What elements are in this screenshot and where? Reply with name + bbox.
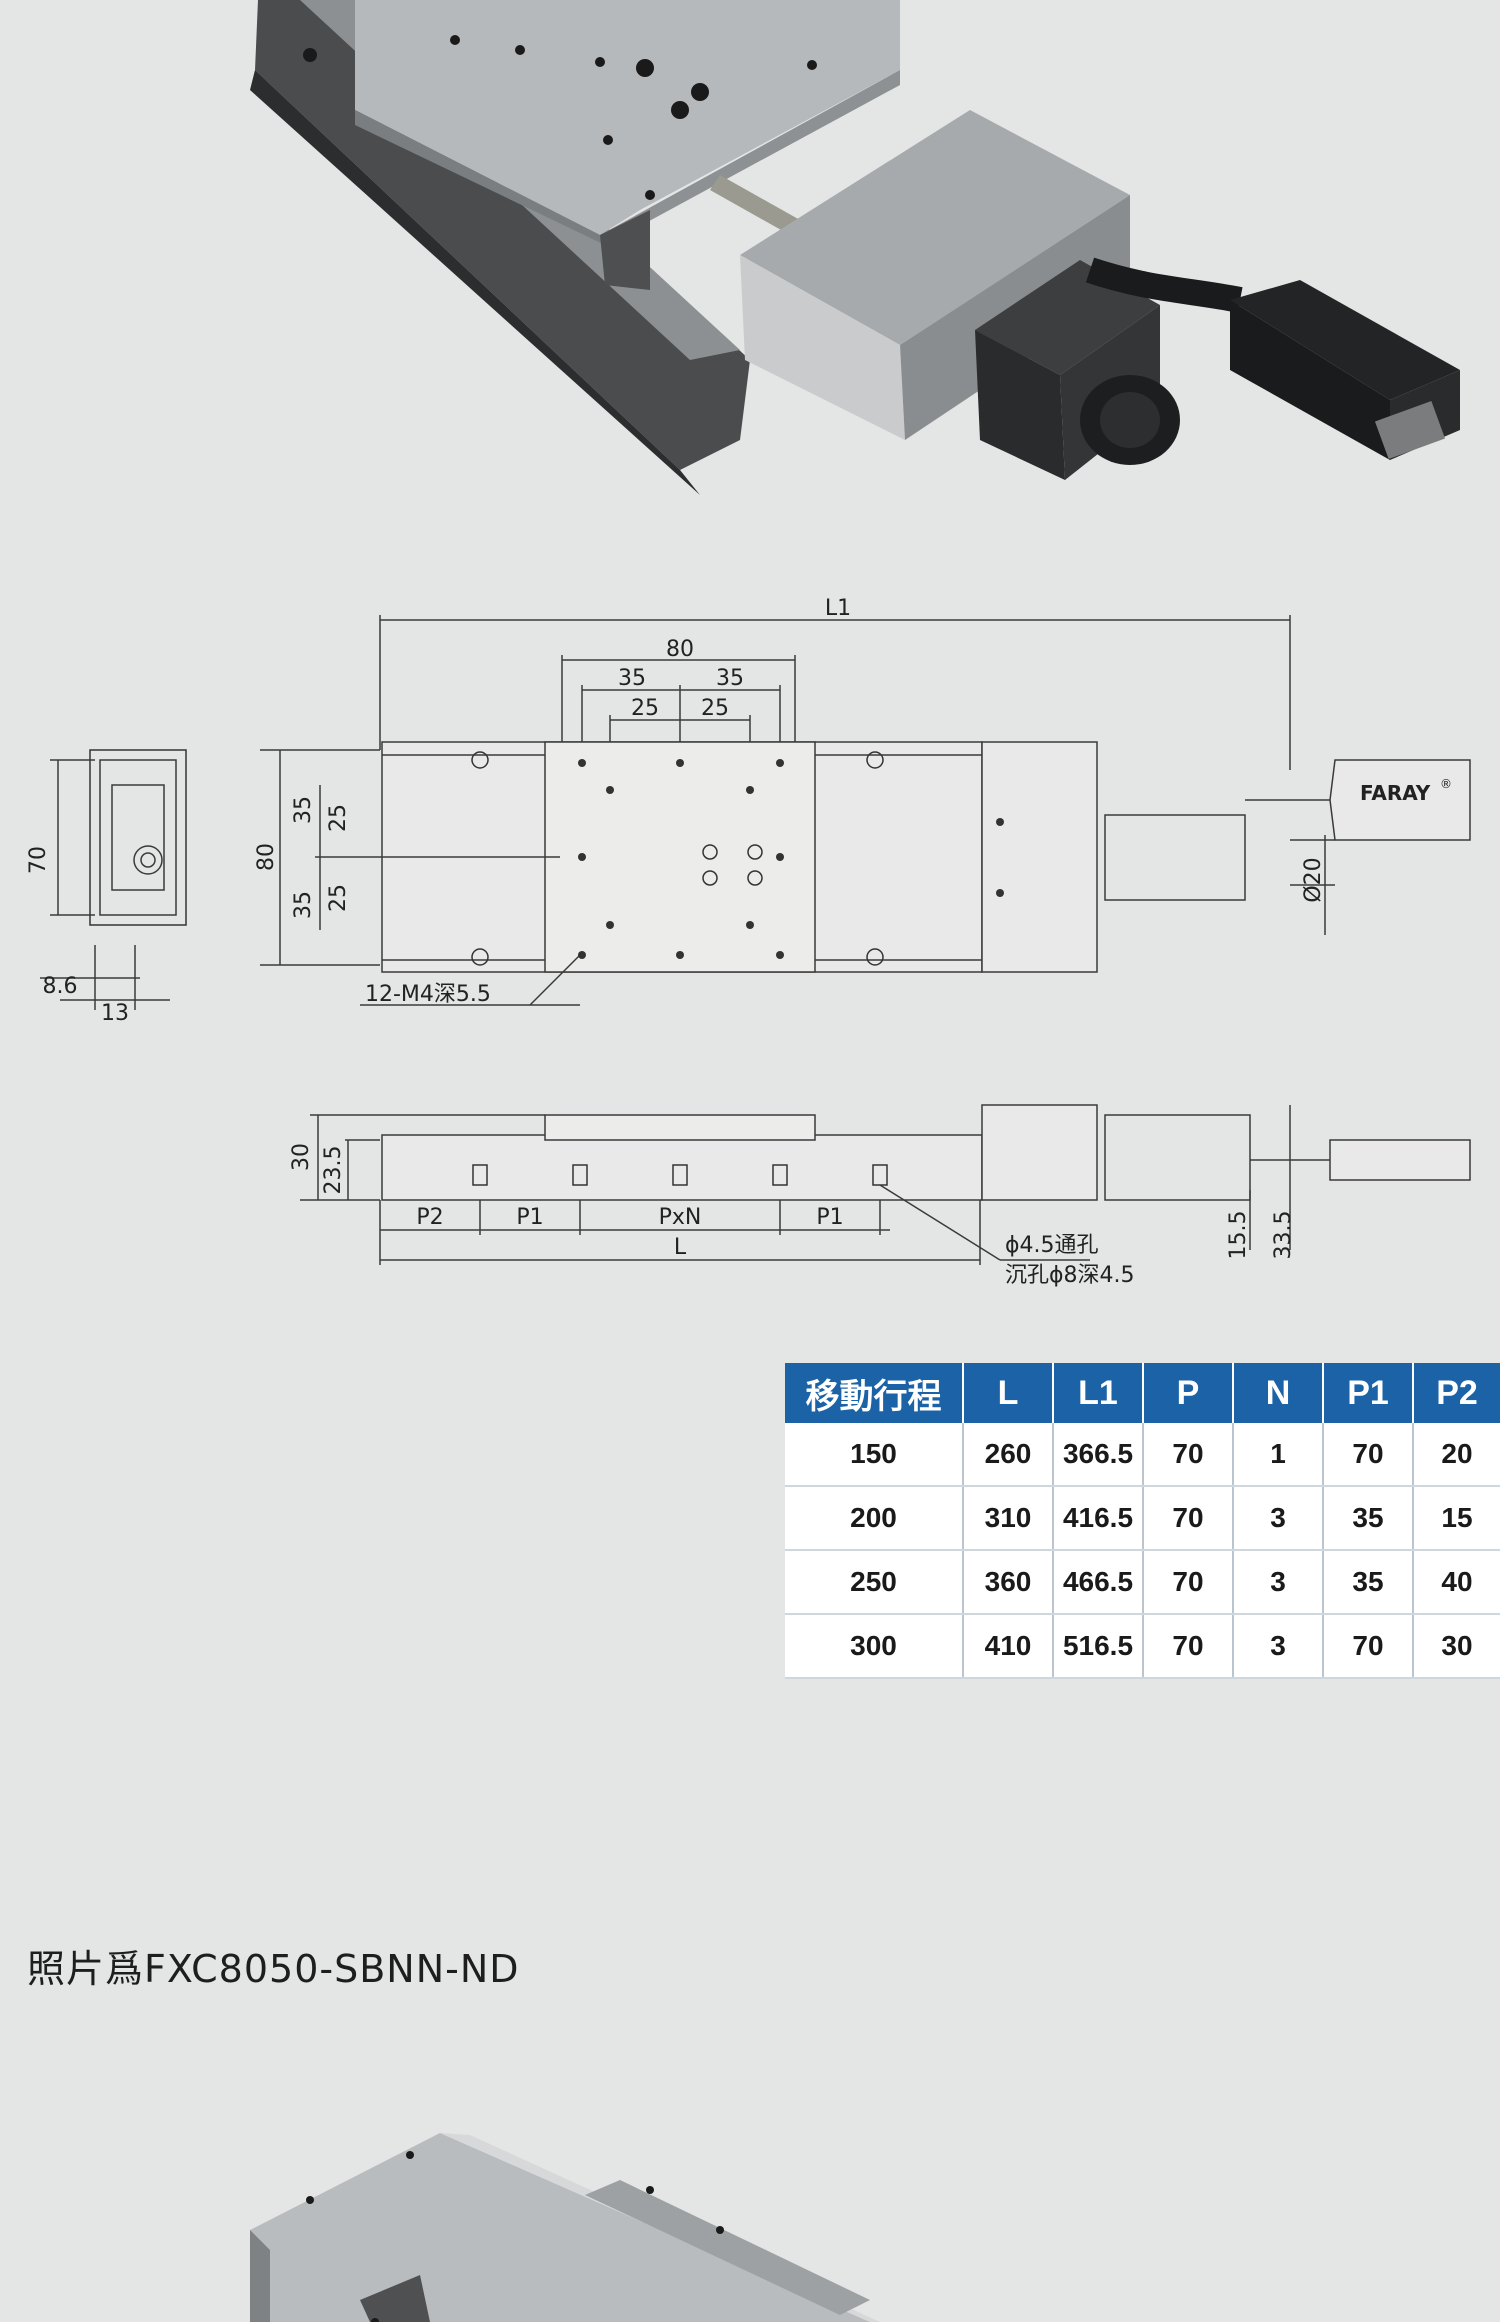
table-cell: 70	[1143, 1486, 1234, 1551]
pitch-p2: P2	[416, 1205, 443, 1230]
header-n: N	[1233, 1363, 1324, 1423]
spec-table-header: 移動行程 L L1 P N P1 P2	[785, 1363, 1500, 1423]
table-cell: 70	[1143, 1423, 1234, 1487]
table-cell: 15	[1413, 1486, 1500, 1551]
table-cell: 70	[1323, 1614, 1414, 1679]
table-row: 300 410 516.5 70 3 70 30	[785, 1614, 1500, 1679]
table-cell: 150	[785, 1423, 964, 1487]
technical-drawing: 70 8.6 13	[26, 596, 1471, 1288]
table-cell: 30	[1413, 1614, 1500, 1679]
spec-table: 移動行程 L L1 P N P1 P2 150 260 366.5 70 1 7…	[785, 1363, 1500, 1679]
dim-inner-lower: 25	[326, 884, 351, 912]
thread-callout: 12-M4深5.5	[365, 982, 491, 1007]
top-view	[260, 615, 1471, 1006]
table-cell: 416.5	[1053, 1486, 1144, 1551]
dim-left-upper: 35	[291, 796, 316, 824]
pitch-p1-right: P1	[816, 1205, 843, 1230]
header-p: P	[1143, 1363, 1234, 1423]
dim-pitch-inner-left: 25	[631, 696, 659, 721]
table-cell: 35	[1323, 1486, 1414, 1551]
table-cell: 1	[1233, 1423, 1324, 1487]
table-cell: 360	[963, 1550, 1054, 1615]
header-l: L	[963, 1363, 1054, 1423]
table-cell: 200	[785, 1486, 964, 1551]
brand-mark: ®	[1440, 777, 1452, 791]
side-height-total: 30	[289, 1143, 314, 1171]
product-photo-top	[250, 0, 1460, 495]
header-p1: P1	[1323, 1363, 1414, 1423]
table-cell: 516.5	[1053, 1614, 1144, 1679]
table-cell: 300	[785, 1614, 964, 1679]
header-p2: P2	[1413, 1363, 1500, 1423]
dim-inner-upper: 25	[326, 804, 351, 832]
dim-height: 80	[254, 843, 279, 871]
dim-l1: L1	[825, 596, 851, 621]
end-view-offset: 8.6	[43, 974, 78, 999]
dim-pitch-outer-right: 35	[716, 666, 744, 691]
dim-table-width: 80	[666, 637, 694, 662]
side-height-base: 23.5	[321, 1146, 346, 1195]
hole-callout-through: ϕ4.5通孔	[1005, 1233, 1099, 1258]
table-cell: 70	[1323, 1423, 1414, 1487]
dim-pitch-outer-left: 35	[618, 666, 646, 691]
table-cell: 310	[963, 1486, 1054, 1551]
end-view-width: 13	[101, 1001, 129, 1026]
end-view	[40, 749, 187, 1010]
table-cell: 410	[963, 1614, 1054, 1679]
table-cell: 3	[1233, 1614, 1324, 1679]
table-cell: 70	[1143, 1614, 1234, 1679]
motor-diameter: Ø20	[1301, 857, 1326, 902]
table-cell: 40	[1413, 1550, 1500, 1615]
table-cell: 3	[1233, 1486, 1324, 1551]
table-cell: 366.5	[1053, 1423, 1144, 1487]
table-cell: 260	[963, 1423, 1054, 1487]
hole-callout-counterbore: 沉孔ϕ8深4.5	[1005, 1263, 1135, 1288]
table-row: 200 310 416.5 70 3 35 15	[785, 1486, 1500, 1551]
dim-left-lower: 35	[291, 891, 316, 919]
end-view-height: 70	[26, 846, 51, 874]
side-dim-a: 15.5	[1226, 1211, 1251, 1260]
header-l1: L1	[1053, 1363, 1144, 1423]
brand-label: FARAY	[1360, 781, 1431, 805]
side-dim-b: 33.5	[1271, 1211, 1296, 1260]
pitch-p1-left: P1	[516, 1205, 543, 1230]
header-travel: 移動行程	[785, 1363, 964, 1423]
side-length: L	[674, 1235, 687, 1260]
table-cell: 35	[1323, 1550, 1414, 1615]
table-row: 150 260 366.5 70 1 70 20	[785, 1423, 1500, 1487]
table-cell: 70	[1143, 1550, 1234, 1615]
product-photo-bottom	[250, 2133, 880, 2322]
table-cell: 20	[1413, 1423, 1500, 1487]
table-row: 250 360 466.5 70 3 35 40	[785, 1550, 1500, 1615]
pitch-pxn: PxN	[659, 1205, 702, 1230]
side-view	[300, 1104, 1471, 1265]
table-cell: 466.5	[1053, 1550, 1144, 1615]
photo-caption: 照片爲FXC8050-SBNN-ND	[27, 1947, 520, 1991]
dim-pitch-inner-right: 25	[701, 696, 729, 721]
table-cell: 3	[1233, 1550, 1324, 1615]
table-cell: 250	[785, 1550, 964, 1615]
